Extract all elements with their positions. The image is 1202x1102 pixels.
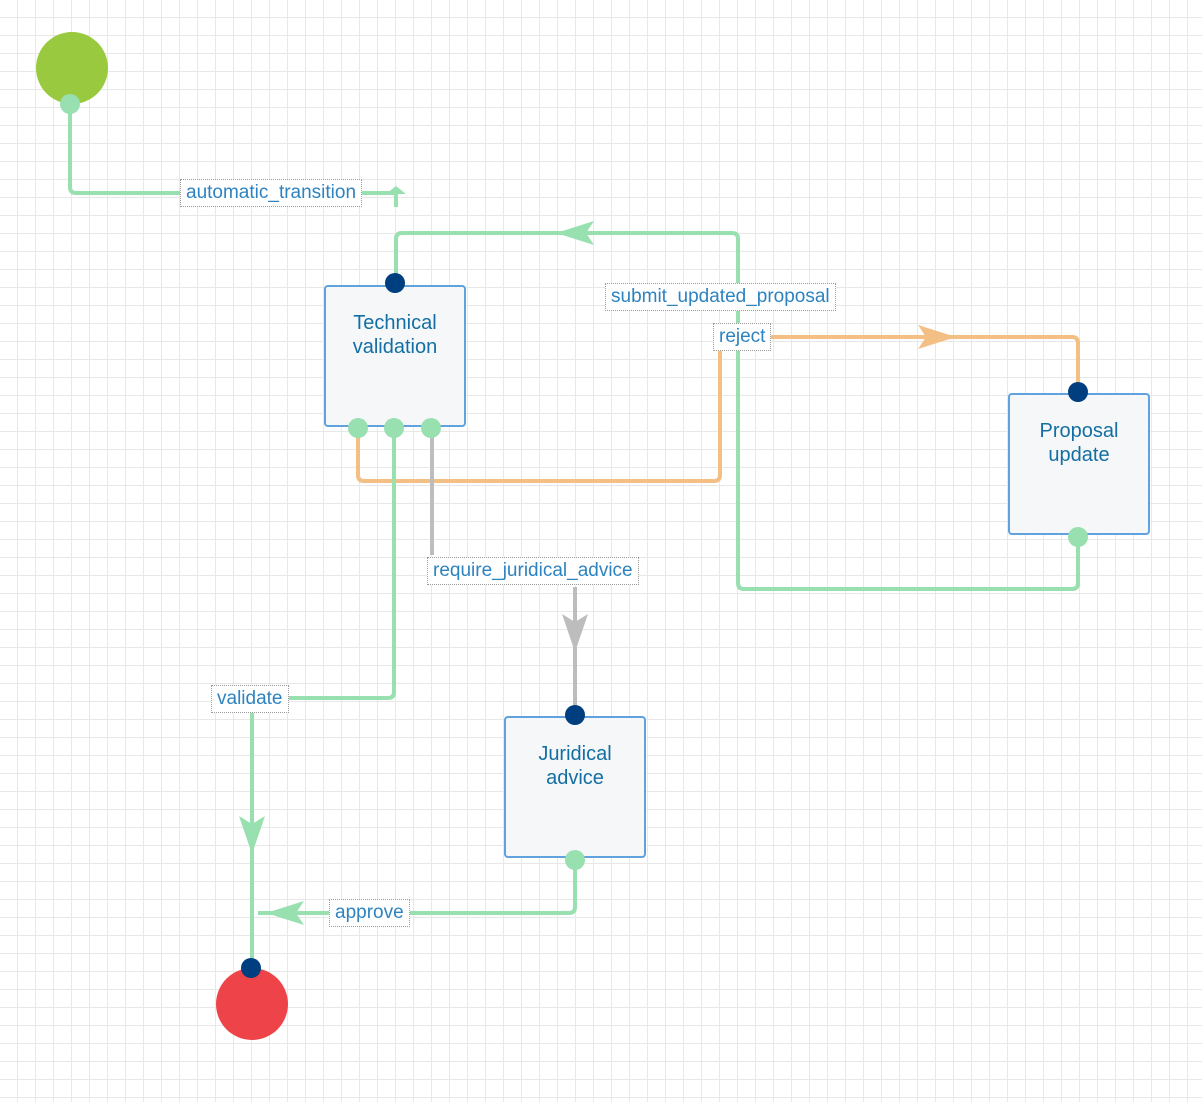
state-label-line: validation — [352, 336, 438, 358]
state-label: Juridical advice — [506, 742, 644, 790]
state-label-line: Juridical — [538, 743, 612, 765]
start-output-port[interactable] — [60, 94, 80, 114]
technical-validation-output-port-juridical[interactable] — [421, 418, 441, 438]
arrowhead-validate — [239, 816, 265, 854]
edge-validate[interactable] — [250, 428, 396, 966]
start-node[interactable] — [36, 32, 108, 104]
state-label-line: advice — [546, 767, 604, 789]
edge-automatic-transition[interactable] — [68, 104, 398, 207]
technical-validation-output-port-reject[interactable] — [348, 418, 368, 438]
technical-validation-input-port[interactable] — [385, 273, 405, 293]
state-technical-validation[interactable]: Technical validation — [324, 285, 466, 427]
state-label: Technical validation — [326, 311, 464, 359]
edge-submit-updated-proposal[interactable] — [394, 231, 1080, 591]
arrowhead-require-juridical-advice — [562, 614, 588, 652]
end-node[interactable] — [216, 968, 288, 1040]
label-automatic-transition[interactable]: automatic_transition — [180, 179, 363, 207]
juridical-advice-input-port[interactable] — [565, 705, 585, 725]
label-validate[interactable]: validate — [211, 685, 289, 713]
state-label: Proposal update — [1010, 419, 1148, 467]
state-label-line: update — [1048, 444, 1110, 466]
arrowhead-submit-updated-proposal — [556, 221, 594, 245]
end-input-port[interactable] — [241, 958, 261, 978]
proposal-update-output-port[interactable] — [1068, 527, 1088, 547]
label-submit-updated-proposal[interactable]: submit_updated_proposal — [605, 283, 836, 311]
technical-validation-output-port-validate[interactable] — [384, 418, 404, 438]
arrowhead-automatic-transition — [386, 186, 406, 194]
arrowhead-reject — [918, 325, 956, 349]
proposal-update-input-port[interactable] — [1068, 382, 1088, 402]
label-approve[interactable]: approve — [329, 899, 410, 927]
arrowhead-approve — [266, 901, 304, 925]
edge-approve[interactable] — [258, 860, 577, 915]
state-label-line: Proposal — [1039, 420, 1119, 442]
label-require-juridical-advice[interactable]: require_juridical_advice — [427, 557, 639, 585]
state-juridical-advice[interactable]: Juridical advice — [504, 716, 646, 858]
juridical-advice-output-port[interactable] — [565, 850, 585, 870]
state-label-line: Technical — [353, 312, 437, 334]
edge-reject[interactable] — [356, 335, 1080, 483]
state-proposal-update[interactable]: Proposal update — [1008, 393, 1150, 535]
label-reject[interactable]: reject — [713, 323, 772, 351]
